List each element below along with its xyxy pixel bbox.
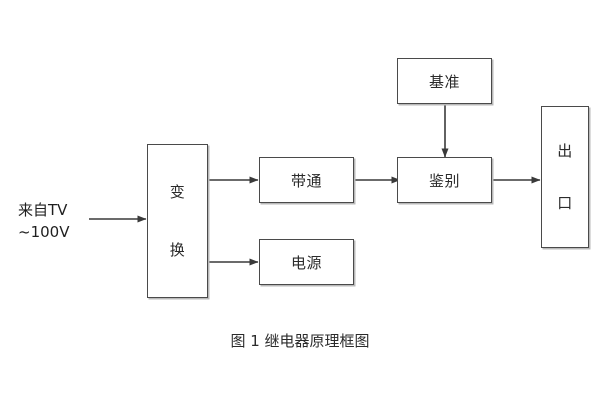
block-power[interactable]: 电源: [259, 239, 354, 285]
input-source-line-2: ~100V: [18, 222, 70, 241]
figure-caption: 图 1 继电器原理框图: [230, 332, 370, 350]
block-transform-glyph-2: 换: [169, 240, 186, 259]
block-discriminator-label: 鉴别: [428, 171, 460, 190]
block-bandpass[interactable]: 带通: [259, 157, 354, 203]
block-output-glyph-2: 口: [557, 193, 573, 212]
block-transform-glyph-1: 变: [169, 182, 186, 201]
block-discriminator[interactable]: 鉴别: [397, 157, 492, 203]
input-source-line-1: 来自TV: [18, 201, 68, 219]
block-bandpass-label: 带通: [290, 171, 322, 190]
input-source-label: 来自TV ~100V: [18, 200, 69, 244]
block-transform[interactable]: 变 换: [147, 144, 208, 298]
block-output-glyph-1: 出: [557, 141, 573, 160]
block-reference[interactable]: 基准: [397, 58, 492, 104]
block-reference-label: 基准: [428, 72, 460, 91]
block-output[interactable]: 出 口: [541, 106, 589, 248]
block-power-label: 电源: [290, 253, 322, 272]
